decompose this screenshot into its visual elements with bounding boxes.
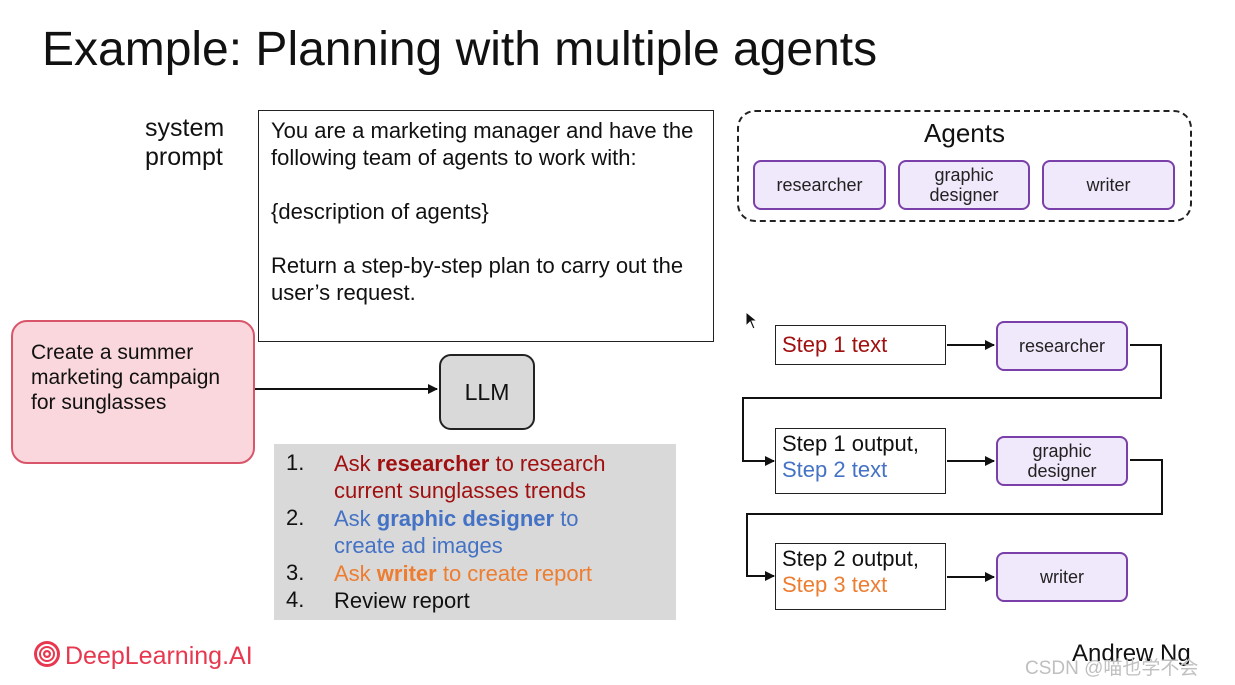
system-prompt-label: system prompt — [145, 114, 224, 172]
agent-chip-writer: writer — [1042, 160, 1175, 210]
slide-title: Example: Planning with multiple agents — [42, 23, 878, 76]
step-box-1: Step 1 text — [775, 325, 946, 365]
step-2-text: Step 2 text — [782, 457, 888, 482]
prompt-paragraph-1: You are a marketing manager and have the… — [271, 118, 694, 170]
agent-chip-label: researcher — [776, 175, 863, 195]
agent-chip-researcher: researcher — [753, 160, 886, 210]
system-prompt-box: You are a marketing manager and have the… — [258, 110, 714, 342]
mouse-pointer-icon — [745, 310, 759, 336]
plan-item-1-agent: researcher — [376, 451, 490, 476]
step-box-3: Step 2 output, Step 3 text — [775, 543, 946, 610]
prompt-paragraph-3: Return a step-by-step plan to carry out … — [271, 253, 684, 305]
designer-to-step3-arrow — [746, 459, 1163, 581]
agents-panel-title: Agents — [924, 118, 1005, 148]
agent-chip-graphic-designer: graphic designer — [898, 160, 1030, 210]
step-2-output: Step 2 output, — [782, 546, 919, 571]
plan-item-1-number: 1. — [286, 450, 305, 475]
plan-item-2-post: to — [554, 506, 579, 531]
plan-item-1-post: to research — [489, 451, 606, 476]
system-prompt-label-line-2: prompt — [145, 143, 223, 171]
llm-box: LLM — [439, 354, 535, 430]
system-prompt-label-line-1: system — [145, 114, 225, 142]
plan-item-3-post: to create report — [436, 561, 593, 586]
role-label-line-1: graphic — [1032, 441, 1092, 461]
user-request-box: Create a summer marketing campaign for s… — [11, 320, 255, 464]
role-label: researcher — [1018, 336, 1106, 356]
plan-item-3-pre: Ask — [334, 561, 377, 586]
agent-chip-label-line-2: designer — [929, 185, 999, 205]
plan-item-3-number: 3. — [286, 560, 305, 585]
deeplearning-logo-icon — [33, 640, 61, 673]
watermark: CSDN @喵也学不会 — [1025, 658, 1199, 679]
plan-item-3: Ask writer to create report — [334, 560, 592, 587]
step-1-output: Step 1 output, — [782, 431, 919, 456]
plan-item-2-agent: graphic designer — [376, 506, 555, 531]
plan-item-4: Review report — [334, 588, 470, 613]
llm-label: LLM — [464, 378, 510, 405]
prompt-paragraph-2: {description of agents} — [271, 199, 489, 224]
plan-box: 1. Ask researcher to research current su… — [274, 444, 676, 620]
deeplearning-logo: DeepLearning.AI — [33, 640, 253, 673]
plan-item-2-number: 2. — [286, 505, 305, 530]
plan-item-2-pre: Ask — [334, 506, 377, 531]
plan-item-3-agent: writer — [376, 561, 437, 586]
agent-chip-label: writer — [1086, 175, 1131, 195]
agent-chip-label-line-1: graphic — [934, 165, 994, 185]
plan-item-1-pre: Ask — [334, 451, 377, 476]
brand-name: DeepLearning.AI — [65, 642, 253, 670]
role-label: writer — [1040, 567, 1084, 587]
plan-item-1-line-2: current sunglasses trends — [334, 478, 586, 503]
agents-panel — [737, 110, 1192, 222]
plan-item-4-number: 4. — [286, 587, 305, 612]
plan-item-2-line-2: create ad images — [334, 533, 503, 558]
plan-item-2: Ask graphic designer to — [334, 505, 579, 532]
role-box-writer: writer — [996, 552, 1128, 602]
role-label-line-2: designer — [1027, 461, 1097, 481]
author-name: Andrew Ng — [1072, 640, 1191, 667]
role-box-graphic-designer: graphic designer — [996, 436, 1128, 486]
plan-item-1: Ask researcher to research — [334, 450, 606, 477]
researcher-to-step2-arrow — [742, 344, 1162, 466]
step-box-2: Step 1 output, Step 2 text — [775, 428, 946, 494]
step-1-text: Step 1 text — [782, 332, 888, 357]
step-3-text: Step 3 text — [782, 572, 888, 597]
role-box-researcher: researcher — [996, 321, 1128, 371]
